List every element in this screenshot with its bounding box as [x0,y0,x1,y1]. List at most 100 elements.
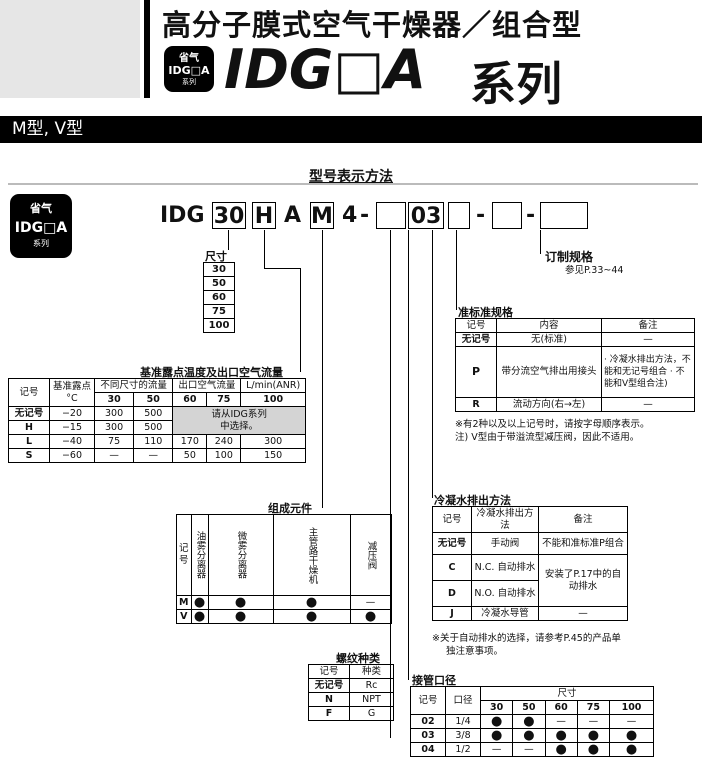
flow-val: 50 [172,448,208,463]
element-val: ● [207,595,274,610]
port-table: 记号 口径 尺寸 30 50 60 75 100 02 1/4 ● ● — — … [410,686,654,757]
drain-sym: C [432,554,472,581]
th-type: 种类 [349,664,394,679]
flow-val: 170 [172,434,208,449]
code-drain-box [448,202,470,229]
port-val: ● [512,714,546,729]
semi-std-content: 无(标准) [496,332,602,347]
gray-note2: 中选择。 [220,420,259,432]
dew-val: −60 [49,448,95,463]
size-value: 30 [203,262,235,277]
flow-val: 75 [93,434,135,449]
thread-sym: N [308,692,350,707]
port-val: ● [576,742,611,757]
semi-std-table: 记号 内容 备注 无记号 无(标准) — P 带分流空气排出用接头 · 冷凝水排… [455,318,695,412]
gray-note1: 请从IDG系列 [211,408,267,420]
element-val: ● [272,609,351,624]
dew-sym: L [8,434,50,449]
port-size: 3/8 [445,728,481,743]
th-size-val: 60 [544,700,578,715]
thread-sym: F [308,706,350,721]
th-element: 油雾分离器 [190,514,209,596]
leader-semistd [456,230,457,310]
size-value: 75 [203,304,235,319]
port-size: 1/4 [445,714,481,729]
code-prefix: IDG [160,203,205,228]
port-val: — [609,714,654,729]
th-size-val: 100 [609,700,654,715]
code-size-box: 30 [212,202,246,229]
energy-saving-badge-large: 省气 IDG□A 系列 [164,46,214,92]
drain-note1: ※关于自动排水的选择，请参考P.45的产品单 [432,633,621,644]
th-size-val: 75 [576,700,611,715]
code-dash: - [476,203,486,228]
th-size-val: 50 [512,700,546,715]
code-element-box: M [310,202,334,229]
th-sym: 记号 [410,686,446,715]
th-flow: 不同尺寸的流量 [93,378,174,393]
size-label: 尺寸 [205,250,227,263]
th-element: 主管路干燥机 [272,514,351,596]
drain-note: 不能和准标准P组合 [538,532,628,555]
port-sym: 04 [410,742,446,757]
drain-label: 冷凝水排出方法 [434,494,511,507]
badge-bottom: 系列 [182,78,196,86]
port-val: — [576,714,611,729]
th-size: 75 [206,392,242,407]
flow-val: 500 [133,406,174,421]
thread-label: 螺纹种类 [336,652,380,665]
th-size: 30 [93,392,135,407]
header-grey-panel [0,0,140,98]
dew-val: −15 [49,420,95,435]
semi-std-content: 流动方向(右→左) [496,397,602,412]
leader-dew-h [264,268,300,269]
dew-gray-note: 请从IDG系列 中选择。 [172,406,306,435]
th-size-val: 30 [479,700,514,715]
leader-drain [432,230,433,498]
flow-val: 300 [93,420,135,435]
custom-ref: 参见P.33~44 [565,265,624,276]
thread-sym: 无记号 [308,678,350,693]
code-port-box: 03 [408,202,444,229]
leader-dew-v1 [264,230,265,268]
code-custom-box [540,202,588,229]
element-sym: M [176,595,192,610]
thread-table: 记号 种类 无记号 Rc N NPT F G [308,664,394,721]
size-table: 30 50 60 75 100 [203,262,235,333]
th-dew-text: 基准露点 [52,380,91,392]
element-val: ● [349,609,392,624]
semi-std-sym: R [455,397,497,412]
th-dew-unit: °C [66,392,78,404]
th-method: 冷凝水排出方法 [471,506,539,533]
drain-method: 冷凝水导管 [471,606,539,621]
leader-thread [390,230,391,738]
th-port: 口径 [445,686,481,715]
port-val: ● [544,728,578,743]
drain-sym: 无记号 [432,532,472,555]
semi-std-sym: 无记号 [455,332,497,347]
energy-saving-badge: 省气 IDG□A 系列 [10,194,72,258]
port-val: — [544,714,578,729]
th-element: 微雾分离器 [207,514,274,596]
port-val: ● [512,728,546,743]
port-val: ● [544,742,578,757]
thread-val: Rc [349,678,394,693]
th-content: 内容 [496,318,602,333]
leader-element [322,230,323,508]
dew-point-table: 记号 基准露点 °C 不同尺寸的流量 出口空气流量 L/min(ANR) 30 … [8,378,306,463]
leader-custom [540,230,541,254]
semi-std-content: 带分流空气排出用接头 [496,346,602,398]
flow-val: 110 [133,434,174,449]
drain-sym: J [432,606,472,621]
code-semistd-box [492,202,522,229]
drain-method: 手动阀 [471,532,539,555]
th-sym: 记号 [432,506,472,533]
size-value: 60 [203,290,235,305]
semi-std-sym: P [455,346,497,398]
code-a: A [284,203,302,228]
badge-bottom: 系列 [33,239,49,248]
flow-val: 100 [206,448,242,463]
custom-label: 订制规格 [545,250,594,264]
th-size: 50 [133,392,174,407]
element-sym: V [176,609,192,624]
